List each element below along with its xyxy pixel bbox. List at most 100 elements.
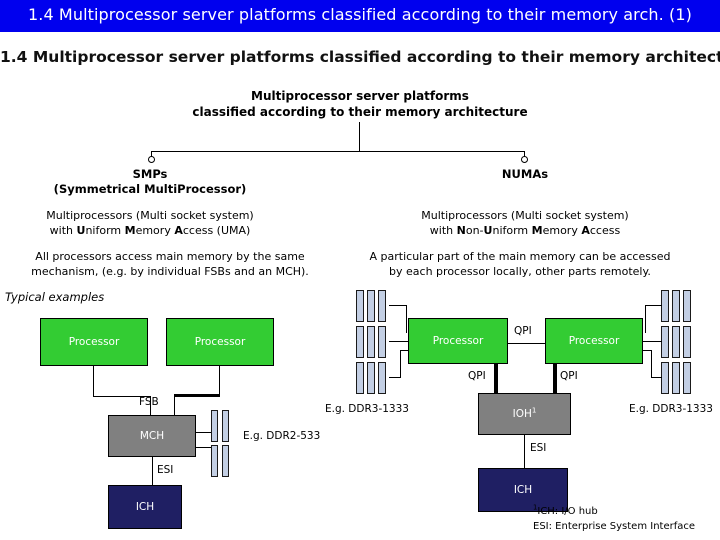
tree-node-marker-numa xyxy=(521,156,528,163)
uma-mch-box: MCH xyxy=(108,415,196,457)
numa-subtitle-line-1: Multiprocessors (Multi socket system) xyxy=(421,209,629,222)
numa-dimm-stick xyxy=(367,290,375,322)
footnote-marker: 1 xyxy=(533,503,538,512)
smp-description: All processors access main memory by the… xyxy=(5,249,335,279)
numa-right-mem-wire-3c xyxy=(643,350,652,351)
numa-dimm-stick xyxy=(356,326,364,358)
numa-ioh-superscript: 1 xyxy=(531,405,537,415)
tree-root-line-2: classified according to their memory arc… xyxy=(192,105,528,119)
numa-title: NUMAs xyxy=(501,167,549,181)
numa-dimm-stick xyxy=(661,290,669,322)
numa-memory-type-label-left: E.g. DDR3-1333 xyxy=(325,403,409,415)
typical-examples-label: Typical examples xyxy=(5,290,105,304)
numa-left-mem-wire-3c xyxy=(400,350,408,351)
numa-left-mem-wire-2 xyxy=(389,341,408,342)
uma-processor-2-box: Processor xyxy=(166,318,274,366)
numa-ich-box: ICH xyxy=(478,468,568,512)
numa-right-mem-wire-1a xyxy=(645,305,662,306)
uma-memory-wire-2 xyxy=(196,447,212,448)
numa-qpi-wire-left xyxy=(494,364,498,394)
numa-qpi-label-right: QPI xyxy=(560,370,578,382)
uma-processor-1-box: Processor xyxy=(40,318,148,366)
numa-esi-label: ESI xyxy=(530,442,547,454)
numa-ich-label: ICH xyxy=(513,484,533,496)
numa-right-mem-wire-2 xyxy=(643,341,662,342)
numa-dimm-stick xyxy=(378,362,386,394)
uma-memory-type-label: E.g. DDR2-533 xyxy=(243,430,321,442)
numa-left-mem-wire-3b xyxy=(400,350,401,378)
tree-horizontal-bar xyxy=(151,151,525,152)
numa-processor-2-box: Processor xyxy=(545,318,643,364)
numa-dimm-stick xyxy=(661,326,669,358)
smp-desc-line-1: All processors access main memory by the… xyxy=(35,250,305,263)
uma-fsb-wire-p1-down xyxy=(93,366,94,396)
numa-dimm-stick xyxy=(661,362,669,394)
numa-right-mem-wire-1b xyxy=(645,305,646,333)
numa-left-dimm-group-1 xyxy=(356,290,390,322)
numa-dimm-stick xyxy=(683,290,691,322)
uma-dimm-stick xyxy=(211,445,218,477)
numa-left-mem-wire-3a xyxy=(389,377,401,378)
numa-left-mem-wire-1a xyxy=(389,305,407,306)
uma-esi-wire xyxy=(152,457,153,485)
uma-mch-label: MCH xyxy=(139,430,165,442)
numa-dimm-stick xyxy=(356,362,364,394)
smp-desc-line-2: mechanism, (e.g. by individual FSBs and … xyxy=(31,265,309,278)
numa-qpi-wire-center xyxy=(508,343,545,344)
uma-processor-1-label: Processor xyxy=(68,336,120,348)
numa-memory-type-label-right: E.g. DDR3-1333 xyxy=(629,403,713,415)
numa-dimm-stick xyxy=(356,290,364,322)
uma-dimm-group-2 xyxy=(211,445,233,477)
uma-fsb-wire-p2-across xyxy=(174,394,220,397)
smp-title: SMPs xyxy=(132,167,168,181)
numa-dimm-stick xyxy=(378,326,386,358)
numa-esi-wire xyxy=(524,435,525,468)
numa-right-mem-wire-3b xyxy=(651,350,652,378)
numa-processor-1-box: Processor xyxy=(408,318,508,364)
numa-qpi-label-left: QPI xyxy=(468,370,486,382)
numa-processor-2-label: Processor xyxy=(568,335,620,347)
numa-left-dimm-group-2 xyxy=(356,326,390,358)
uma-ich-label: ICH xyxy=(135,501,155,513)
numa-dimm-stick xyxy=(672,326,680,358)
numa-processor-1-label: Processor xyxy=(432,335,484,347)
numa-ioh-label: IOH1 xyxy=(512,405,537,420)
numa-description: A particular part of the main memory can… xyxy=(345,249,695,279)
smp-heading: SMPs (Symmetrical MultiProcessor) xyxy=(30,167,270,197)
uma-memory-wire-1 xyxy=(196,432,212,433)
numa-subtitle-line-2: with Non-Uniform Memory Access xyxy=(429,224,621,237)
numa-dimm-stick xyxy=(672,362,680,394)
uma-dimm-stick xyxy=(222,410,229,442)
numa-subtitle: Multiprocessors (Multi socket system) wi… xyxy=(395,208,655,238)
smp-subtitle-line-1: Multiprocessors (Multi socket system) xyxy=(46,209,254,222)
numa-dimm-stick xyxy=(367,326,375,358)
uma-ich-box: ICH xyxy=(108,485,182,529)
window-titlebar: 1.4 Multiprocessor server platforms clas… xyxy=(0,0,720,32)
slide-heading: 1.4 Multiprocessor server platforms clas… xyxy=(0,48,720,66)
numa-left-dimm-group-3 xyxy=(356,362,390,394)
numa-desc-line-2: by each processor locally, other parts r… xyxy=(389,265,651,278)
smp-subtitle: Multiprocessors (Multi socket system) wi… xyxy=(20,208,280,238)
uma-fsb-wire-p1-to-mch xyxy=(150,396,151,416)
uma-dimm-stick xyxy=(211,410,218,442)
footnote-esi: ESI: Enterprise System Interface xyxy=(533,521,696,532)
tree-node-marker-smp xyxy=(148,156,155,163)
numa-right-dimm-group-1 xyxy=(661,290,695,322)
numa-ioh-box: IOH1 xyxy=(478,393,571,435)
numa-right-mem-wire-3a xyxy=(651,377,662,378)
numa-dimm-stick xyxy=(378,290,386,322)
numa-heading: NUMAs xyxy=(410,167,640,182)
smp-subtitle-line-2: with Uniform Memory Access (UMA) xyxy=(49,224,251,237)
numa-right-dimm-group-3 xyxy=(661,362,695,394)
tree-branch-left-stem xyxy=(151,151,152,158)
tree-root-label: Multiprocessor server platforms classifi… xyxy=(0,88,720,120)
window-title-text: 1.4 Multiprocessor server platforms clas… xyxy=(28,5,692,24)
uma-fsb-wire-p2-to-mch xyxy=(174,396,175,416)
numa-qpi-wire-right xyxy=(553,364,557,394)
uma-fsb-wire-p2-down xyxy=(219,366,220,396)
uma-esi-label: ESI xyxy=(157,464,174,476)
numa-dimm-stick xyxy=(683,326,691,358)
smp-expansion: (Symmetrical MultiProcessor) xyxy=(53,182,247,196)
uma-processor-2-label: Processor xyxy=(194,336,246,348)
